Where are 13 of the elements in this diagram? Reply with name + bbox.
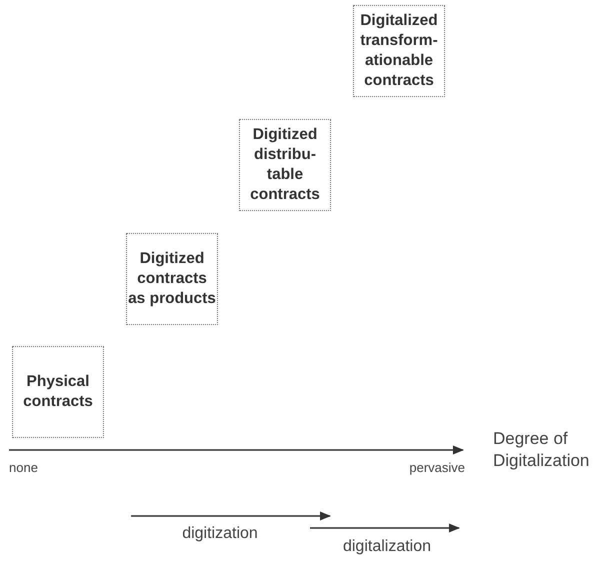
stage-label: Digitized distribu- table contracts <box>249 125 321 205</box>
arrow-label: digitization <box>182 525 258 543</box>
stage-box <box>239 119 331 211</box>
stage-label: Digitalized transform- ationable contracts <box>359 11 439 91</box>
stage-box <box>12 346 104 438</box>
axis-max-label: pervasive <box>409 460 465 475</box>
axis-title: Degree of Digitalization <box>493 428 590 472</box>
arrow-label: digitalization <box>342 538 432 556</box>
stage-label: Digitized contracts as products <box>127 249 217 309</box>
stage-label: Physical contracts <box>22 372 94 412</box>
axis-min-label: none <box>9 460 38 475</box>
stage-box <box>353 5 445 97</box>
stage-box <box>126 233 218 325</box>
